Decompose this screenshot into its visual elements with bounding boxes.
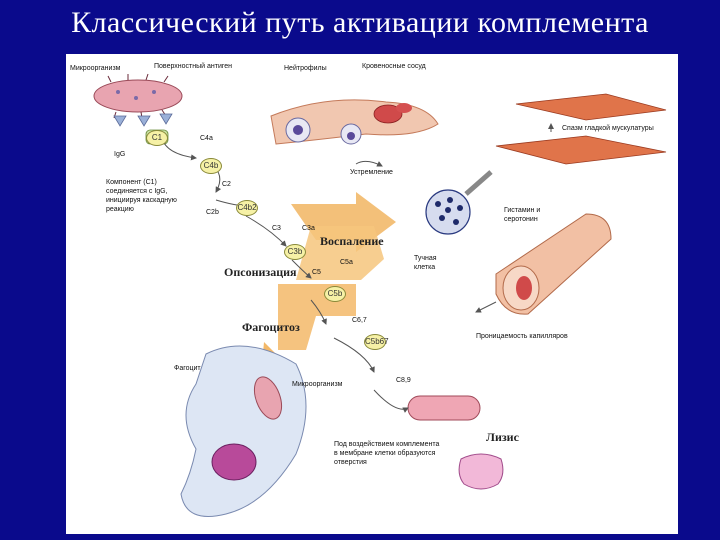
- label-neutrophils: Нейтрофилы: [284, 64, 327, 73]
- label-complex-note-1: Компонент (С1): [106, 178, 157, 187]
- label-complex-note-4: реакцию: [106, 205, 134, 214]
- component-c4b: C4b: [200, 158, 222, 174]
- slide-title: Классический путь активации комплемента: [0, 6, 720, 40]
- component-c67: C6,7: [352, 316, 367, 325]
- component-c5: C5: [312, 268, 321, 277]
- label-capillary-permeability: Проницаемость капилляров: [476, 332, 568, 341]
- label-complex-note-2: соединяется с IgG,: [106, 187, 168, 196]
- component-c2: C2: [222, 180, 231, 189]
- component-c2b: C2b: [206, 208, 219, 217]
- mast-cell-icon: [426, 172, 491, 234]
- label-lysis-note-2: в мембране клетки образуются: [334, 449, 435, 458]
- component-c5b: C5b: [324, 286, 346, 302]
- component-c5b67: C5b67: [364, 334, 386, 350]
- label-attraction: Устремление: [350, 168, 393, 177]
- component-c4b2: C4b2: [236, 200, 258, 216]
- blood-vessel-top-icon: [271, 100, 438, 144]
- label-histamine-1: Гистамин и: [504, 206, 540, 215]
- capillary-icon: [476, 214, 611, 314]
- microorganism-top-icon: [94, 74, 182, 144]
- diagram-panel: Микроорганизм Поверхностный антиген Нейт…: [66, 54, 678, 534]
- label-blood-vessel: Кровеносные сосуд: [362, 62, 426, 71]
- process-lysis: Лизис: [486, 430, 519, 445]
- label-smooth-muscle: Спазм гладкой мускулатуры: [562, 124, 654, 133]
- label-lysis-note-1: Под воздействием комплемента: [334, 440, 439, 449]
- component-c3b: C3b: [284, 244, 306, 260]
- component-c1: C1: [146, 130, 168, 146]
- label-surface-antigen: Поверхностный антиген: [154, 62, 232, 71]
- label-mast-cell-1: Тучная: [414, 254, 437, 263]
- process-inflammation: Воспаление: [320, 234, 384, 249]
- label-lysis-note-3: отверстия: [334, 458, 367, 467]
- component-c3a: C3a: [302, 224, 315, 233]
- label-phagocyte: Фагоцит: [174, 364, 201, 373]
- label-igg: IgG: [114, 150, 125, 159]
- component-c4a: C4a: [200, 134, 213, 143]
- component-c89: C8,9: [396, 376, 411, 385]
- label-microorganism-bottom: Микроорганизм: [292, 380, 342, 389]
- label-mast-cell-2: клетка: [414, 263, 435, 272]
- process-phagocytosis: Фагоцитоз: [242, 320, 300, 335]
- process-opsonization: Опсонизация: [224, 265, 297, 280]
- label-complex-note-3: инициируя каскадную: [106, 196, 177, 205]
- component-c3: C3: [272, 224, 281, 233]
- label-histamine-2: серотонин: [504, 215, 538, 224]
- component-c5a: C5a: [340, 258, 353, 267]
- label-microorganism-top: Микроорганизм: [70, 64, 120, 73]
